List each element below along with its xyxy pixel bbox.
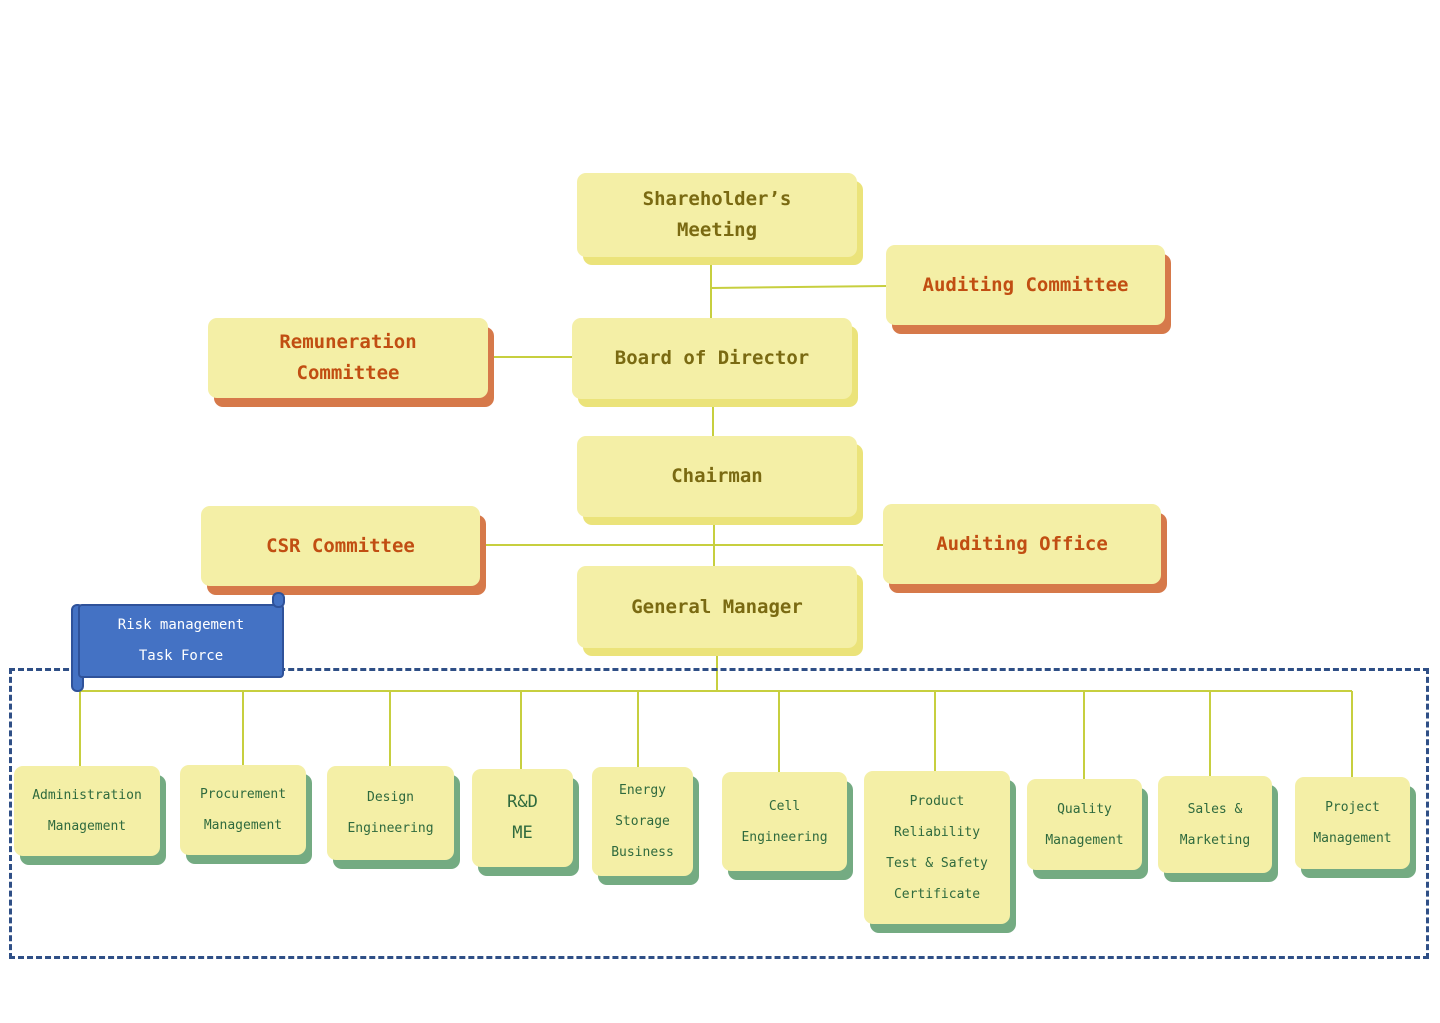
dept-sales-marketing: Sales & Marketing (1158, 776, 1272, 873)
board-of-director-box: Board of Director (572, 318, 852, 399)
dept-cell-engineering: Cell Engineering (722, 772, 847, 871)
dept-quality-management: Quality Management (1027, 779, 1142, 870)
dept-rd-me: R&D ME (472, 769, 573, 867)
remuneration-committee-box: Remuneration Committee (208, 318, 488, 398)
dept-administration-management: Administration Management (14, 766, 160, 856)
auditing-committee-box: Auditing Committee (886, 245, 1165, 325)
csr-committee-box: CSR Committee (201, 506, 480, 586)
dept-product-reliability: Product Reliability Test & Safety Certif… (864, 771, 1010, 924)
dept-energy-storage-business: Energy Storage Business (592, 767, 693, 876)
chairman-box: Chairman (577, 436, 857, 517)
dept-project-management: Project Management (1295, 777, 1410, 869)
dept-design-engineering: Design Engineering (327, 766, 454, 860)
risk-banner-curl-right (272, 592, 285, 608)
risk-management-task-force: Risk management Task Force (78, 604, 284, 678)
auditing-office-box: Auditing Office (883, 504, 1161, 584)
connector-auditing-committee (710, 285, 887, 289)
dept-procurement-management: Procurement Management (180, 765, 306, 855)
department-group-border (9, 668, 1429, 959)
shareholders-meeting-box: Shareholder’s Meeting (577, 173, 857, 257)
general-manager-box: General Manager (577, 566, 857, 648)
